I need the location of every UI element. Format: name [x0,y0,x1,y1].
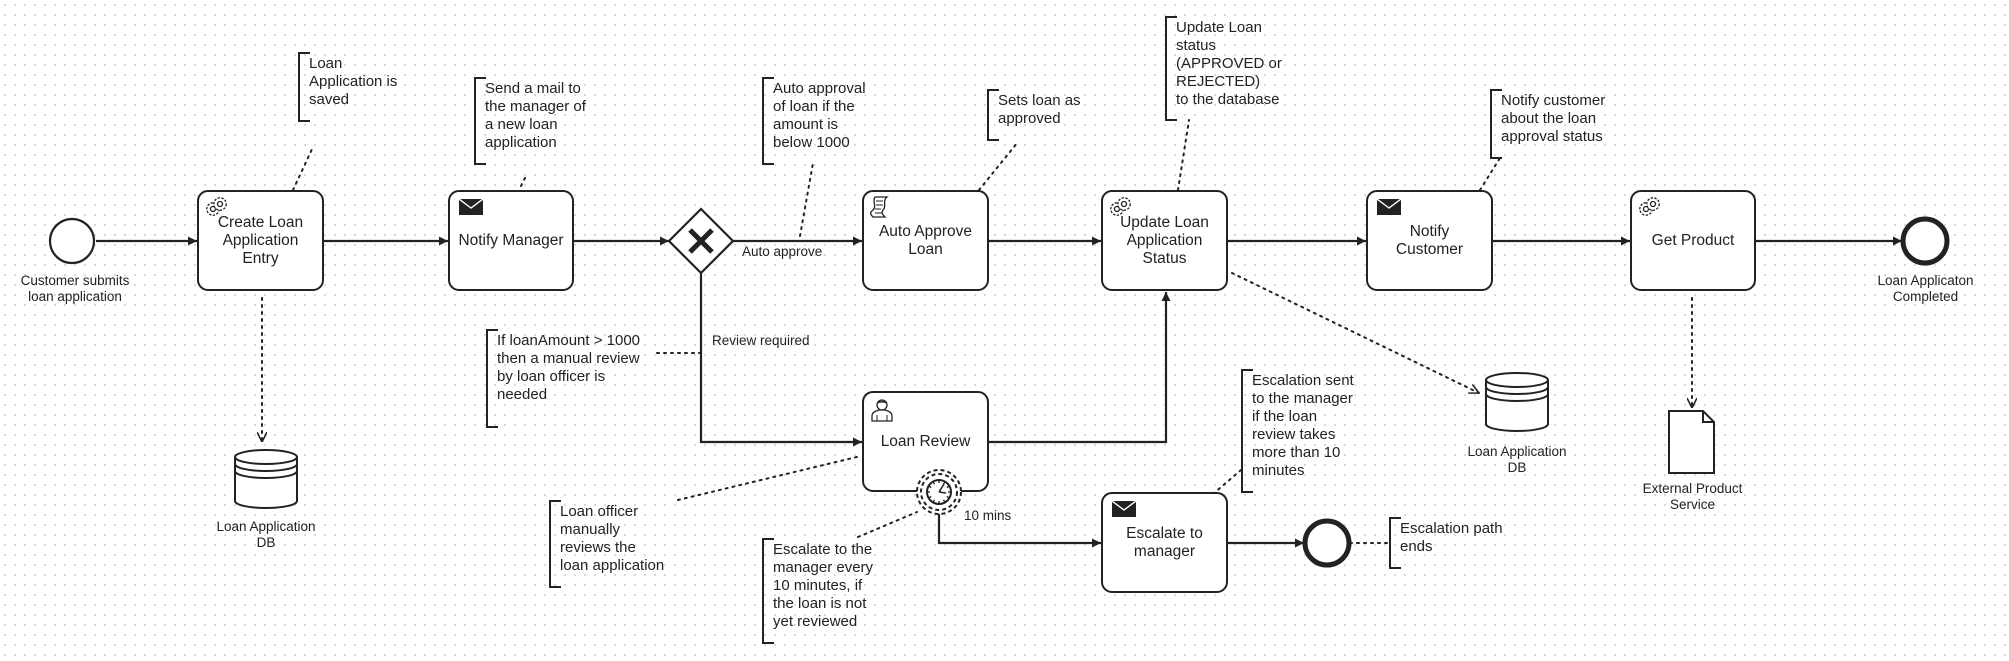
gear-icon [1108,196,1134,225]
task-create-loan[interactable]: Create Loan Application Entry [197,190,324,291]
task-label: Get Product [1651,231,1735,249]
annotation-escalate-every: Escalate to the manager every 10 minutes… [762,538,873,644]
database-icon [234,449,298,509]
script-icon [870,196,890,223]
user-icon [871,398,893,427]
data-associations [262,272,1692,443]
end-event[interactable] [1900,216,1950,266]
task-escalate[interactable]: Escalate to manager [1101,492,1228,593]
annotation-review: Loan officer manually reviews the loan a… [549,500,664,588]
flow-timer-escalate[interactable] [937,510,1101,548]
task-label: Notify Customer [1395,222,1464,258]
annotation-update: Update Loan status (APPROVED or REJECTED… [1165,16,1282,121]
flow-label-review-required: Review required [712,333,810,348]
database-icon [1485,372,1549,432]
flow-label-timer: 10 mins [964,508,1012,523]
flow-label-auto-approve: Auto approve [742,244,823,259]
task-label: Notify Manager [458,231,564,249]
associations [292,119,1501,544]
db-label: Loan Application DB [1467,444,1567,475]
data-object-icon [1668,410,1715,474]
flow-gateway-review[interactable] [699,273,862,447]
task-auto-approve[interactable]: Auto Approve Loan [862,190,989,291]
task-notify-manager[interactable]: Notify Manager [448,190,574,291]
task-label: Update Loan Application Status [1120,213,1209,267]
exclusive-gateway[interactable] [667,207,735,275]
sequence-flows [96,236,1902,548]
envelope-icon [1111,500,1137,522]
task-label: Auto Approve Loan [878,222,973,258]
annotation-path-ends: Escalation path ends [1389,517,1503,569]
task-update-status[interactable]: Update Loan Application Status [1101,190,1228,291]
annotation-auto: Auto approval of loan if the amount is b… [762,77,866,165]
task-get-product[interactable]: Get Product [1630,190,1756,291]
task-label: Escalate to manager [1126,524,1203,560]
escalation-end-event[interactable] [1302,518,1352,568]
envelope-icon [458,198,484,220]
start-event[interactable] [48,217,96,265]
gear-icon [204,196,230,225]
db-label: Loan Application DB [216,519,316,550]
annotation-mail: Send a mail to the manager of a new loan… [474,77,586,165]
task-label: Loan Review [880,432,971,450]
external-service-label: External Product Service [1642,481,1743,512]
end-event-label: Loan Applicaton Completed [1877,273,1974,304]
gear-icon [1637,196,1663,225]
task-notify-customer[interactable]: Notify Customer [1366,190,1493,291]
task-label: Create Loan Application Entry [217,213,304,267]
annotation-notify: Notify customer about the loan approval … [1490,89,1605,159]
flow-review-update[interactable] [989,292,1171,444]
annotation-approved: Sets loan as approved [987,89,1081,141]
start-event-label: Customer submits loan application [20,273,130,304]
envelope-icon [1376,198,1402,220]
annotation-escalation-sent: Escalation sent to the manager if the lo… [1241,369,1354,493]
annotation-condition: If loanAmount > 1000 then a manual revie… [486,329,640,428]
annotation-saved: Loan Application is saved [298,52,397,122]
timer-boundary-event[interactable] [915,468,963,521]
